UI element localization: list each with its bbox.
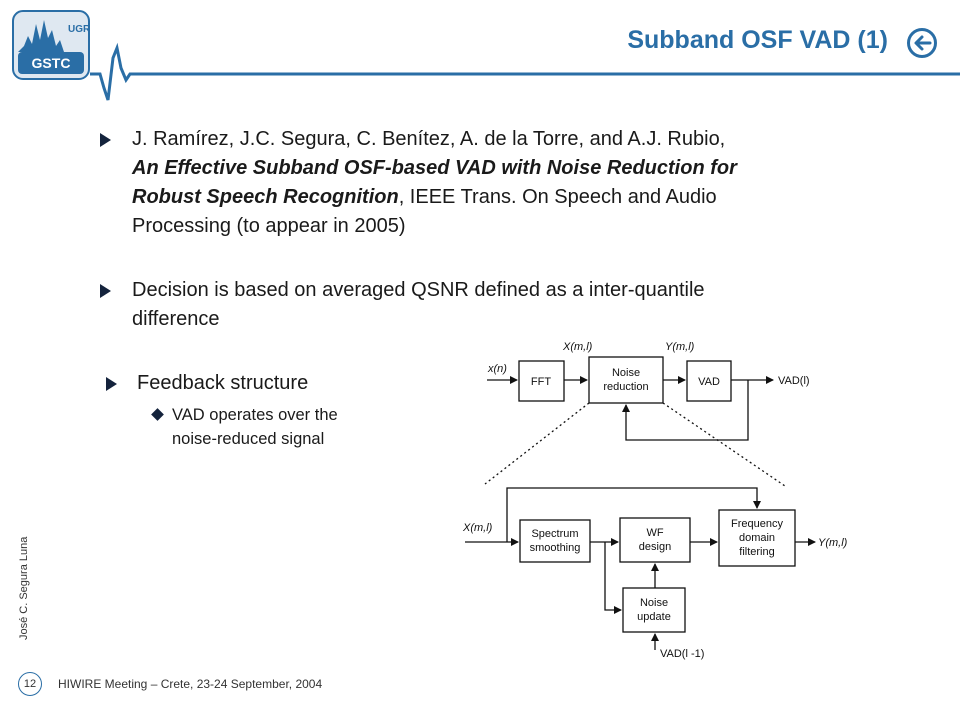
spectrum-smoothing-label-cont: smoothing (530, 542, 581, 554)
noise-reduction-block (588, 356, 664, 404)
noise-reduction-label-cont: reduction (603, 381, 648, 393)
logo-bottom-text: GSTC (32, 55, 71, 71)
reference-authors: J. Ramírez, J.C. Segura, C. Benítez, A. … (132, 128, 726, 150)
spectrum-smoothing-block (519, 519, 591, 563)
block-diagram: x(n) FFT Noise reduction VAD X(m,l) Y(m,… (462, 341, 848, 660)
reference-title: An Effective Subband OSF-based VAD with … (132, 157, 737, 179)
vad-label: VAD (698, 376, 720, 388)
feedback-bullet: Feedback structure (137, 372, 309, 394)
back-button[interactable] (906, 27, 938, 59)
wf-design-block (619, 517, 691, 563)
wf-design-label-cont: design (639, 541, 671, 553)
vad-prev-label: VAD(l -1) (660, 648, 704, 660)
reference-title-cont: Robust Speech Recognition (132, 186, 399, 208)
gstc-logo: UGR GSTC (12, 10, 90, 80)
decision-text-cont: difference (132, 308, 220, 330)
spectrum-smoothing-label: Spectrum (531, 528, 578, 540)
triangle-bullet-icon (106, 377, 117, 391)
frequency-domain-filtering-block (718, 509, 796, 567)
fft-block (518, 360, 565, 402)
noise-update-label-cont: update (637, 611, 671, 623)
noise-update-label: Noise (640, 597, 668, 609)
back-arrow-icon (907, 28, 937, 58)
vad-sub-bullet: VAD operates over the noise-reduced sign… (172, 403, 338, 451)
header-wave-line (90, 42, 960, 101)
triangle-bullet-icon (100, 284, 111, 298)
vad-block (686, 360, 732, 402)
wf-design-label: WF (646, 527, 663, 539)
frequency-domain-label-cont: domain (739, 532, 775, 544)
vad-text-cont: noise-reduced signal (172, 430, 325, 448)
slide-title: Subband OSF VAD (1) (627, 26, 888, 54)
fft-label: FFT (531, 376, 551, 388)
input-x-label: x(n) (487, 363, 507, 375)
frequency-domain-label-cont2: filtering (739, 546, 774, 558)
author-label: José C. Segura Luna (18, 536, 30, 640)
noise-update-block (622, 587, 686, 633)
x-ml-label: X(m,l) (562, 341, 593, 353)
noise-reduction-label: Noise (612, 367, 640, 379)
reference-bullet: J. Ramírez, J.C. Segura, C. Benítez, A. … (132, 125, 892, 241)
vad-text: VAD operates over the (172, 406, 338, 424)
page-number: 12 (18, 672, 42, 696)
footer-meeting: HIWIRE Meeting – Crete, 23-24 September,… (58, 677, 323, 691)
y-ml-label: Y(m,l) (665, 341, 695, 353)
bottom-output-label: Y(m,l) (818, 537, 848, 549)
triangle-bullet-icon (100, 133, 111, 147)
frequency-domain-label: Frequency (731, 518, 783, 530)
decision-bullet: Decision is based on averaged QSNR defin… (132, 276, 892, 334)
diamond-bullet-icon (151, 408, 164, 421)
logo-top-text: UGR (68, 24, 90, 35)
reference-status: Processing (to appear in 2005) (132, 215, 406, 237)
bottom-input-label: X(m,l) (462, 522, 493, 534)
reference-journal: , IEEE Trans. On Speech and Audio (398, 186, 717, 208)
vad-output-label: VAD(l) (778, 375, 810, 387)
decision-text: Decision is based on averaged QSNR defin… (132, 279, 705, 301)
